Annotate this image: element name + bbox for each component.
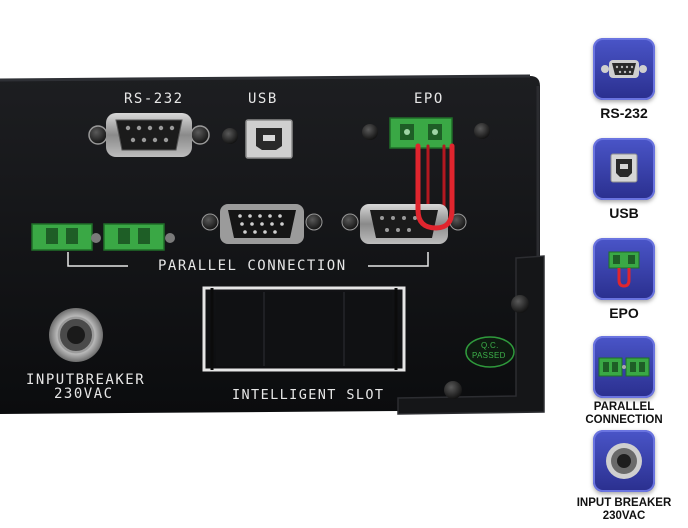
legend-label-epo: EPO (609, 305, 639, 321)
legend-label-breaker: INPUT BREAKER (576, 497, 672, 509)
legend-tile-usb (593, 138, 655, 200)
qc-passed-label: PASSED (472, 351, 506, 360)
legend-tile-parallel (593, 336, 655, 398)
usb-label: USB (248, 91, 278, 107)
screw-icon (511, 295, 529, 313)
legend-tile-epo (593, 238, 655, 300)
epo-label: EPO (414, 91, 444, 107)
epo-terminal-icon (608, 251, 640, 288)
parallel-db15-port[interactable] (201, 204, 323, 244)
legend-tile-rs232 (593, 38, 655, 100)
qc-passed-sticker (465, 336, 515, 368)
parallel-bracket (67, 252, 429, 267)
legend-label-breaker-voltage: 230VAC (602, 510, 646, 522)
legend-sidebar: RS-232 USB EPO PARALLEL CONNECTION (560, 0, 688, 528)
breaker-icon (606, 443, 642, 479)
legend-label-rs232: RS-232 (600, 105, 648, 121)
intelligent-slot-label: INTELLIGENT SLOT (232, 387, 385, 403)
parallel-terminals[interactable] (31, 223, 175, 251)
qc-label: Q.C. (481, 341, 499, 350)
legend-tile-breaker (593, 430, 655, 492)
parallel-connection-label: PARALLEL CONNECTION (158, 258, 347, 274)
intelligent-slot[interactable] (202, 286, 406, 372)
input-breaker-voltage-label: 230VAC (54, 386, 114, 402)
parallel-db9-port[interactable] (341, 147, 467, 244)
rs232-label: RS-232 (124, 91, 184, 107)
legend-label-parallel: PARALLEL CONNECTION (585, 401, 663, 426)
parallel-terminal-icon (598, 357, 650, 377)
screw-icon (444, 381, 462, 399)
input-breaker[interactable] (49, 308, 103, 362)
input-breaker-label: INPUTBREAKER (26, 372, 146, 388)
legend-label-usb: USB (609, 205, 639, 221)
db9-serial-icon (601, 60, 647, 78)
rs232-port[interactable] (88, 113, 210, 157)
usb-b-icon (610, 153, 638, 183)
usb-port[interactable] (222, 119, 293, 159)
